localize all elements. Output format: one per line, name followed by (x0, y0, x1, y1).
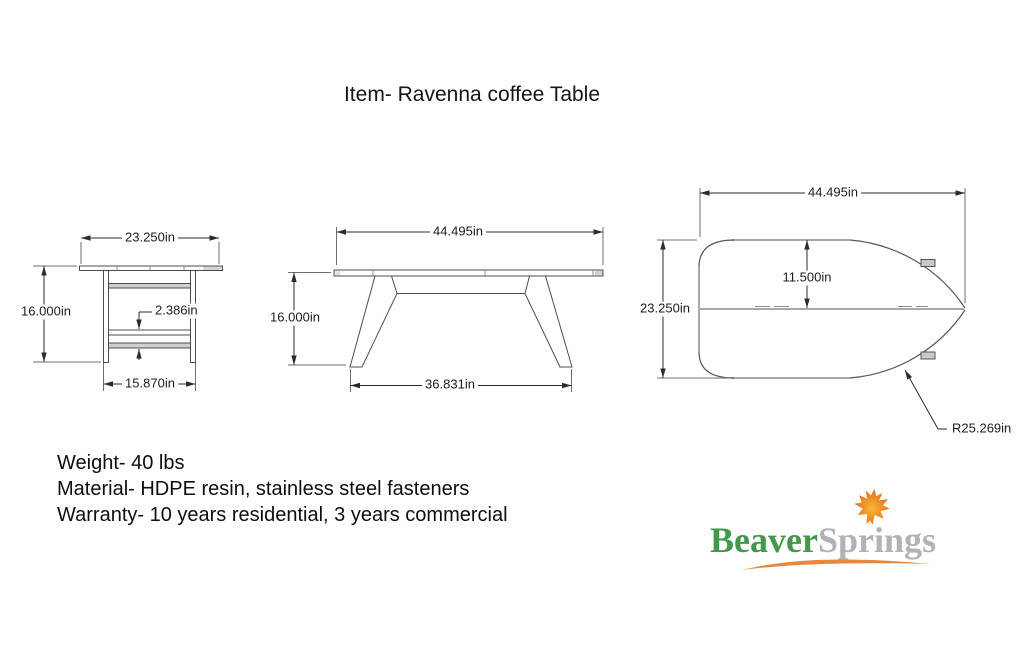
top-view-drawing (657, 188, 966, 430)
dim-front-top-width-label: 44.495in (430, 224, 486, 240)
product-specs: Weight- 40 lbs Material- HDPE resin, sta… (57, 450, 508, 528)
dim-top-radius-label: R25.269in (949, 421, 1015, 437)
dim-top-half-width-label: 11.500in (779, 270, 835, 286)
dim-front-height-label: 16.000in (267, 310, 323, 326)
logo-swoosh (742, 559, 930, 570)
dim-side-top-width-label: 23.250in (122, 230, 178, 246)
spec-warranty: Warranty- 10 years residential, 3 years … (57, 504, 508, 526)
maple-leaf-icon (854, 488, 890, 525)
brand-logo: BeaverSprings (710, 519, 936, 561)
page-title: Item- Ravenna coffee Table (343, 83, 601, 106)
dim-top-width-label: 23.250in (637, 301, 693, 317)
logo-text-beaver: Beaver (710, 520, 818, 560)
dim-side-shelf-gap-label: 2.386in (152, 303, 201, 319)
spec-material: Material- HDPE resin, stainless steel fa… (57, 478, 470, 500)
side-view-drawing (33, 235, 223, 391)
dim-side-bottom-width-label: 15.870in (122, 376, 178, 392)
logo-text-springs: Springs (817, 520, 937, 560)
dim-side-height-label: 16.000in (18, 304, 74, 320)
dim-top-length-label: 44.495in (805, 185, 861, 201)
spec-weight: Weight- 40 lbs (57, 452, 185, 474)
front-view-drawing (288, 227, 604, 392)
dim-front-bottom-width-label: 36.831in (422, 377, 478, 393)
